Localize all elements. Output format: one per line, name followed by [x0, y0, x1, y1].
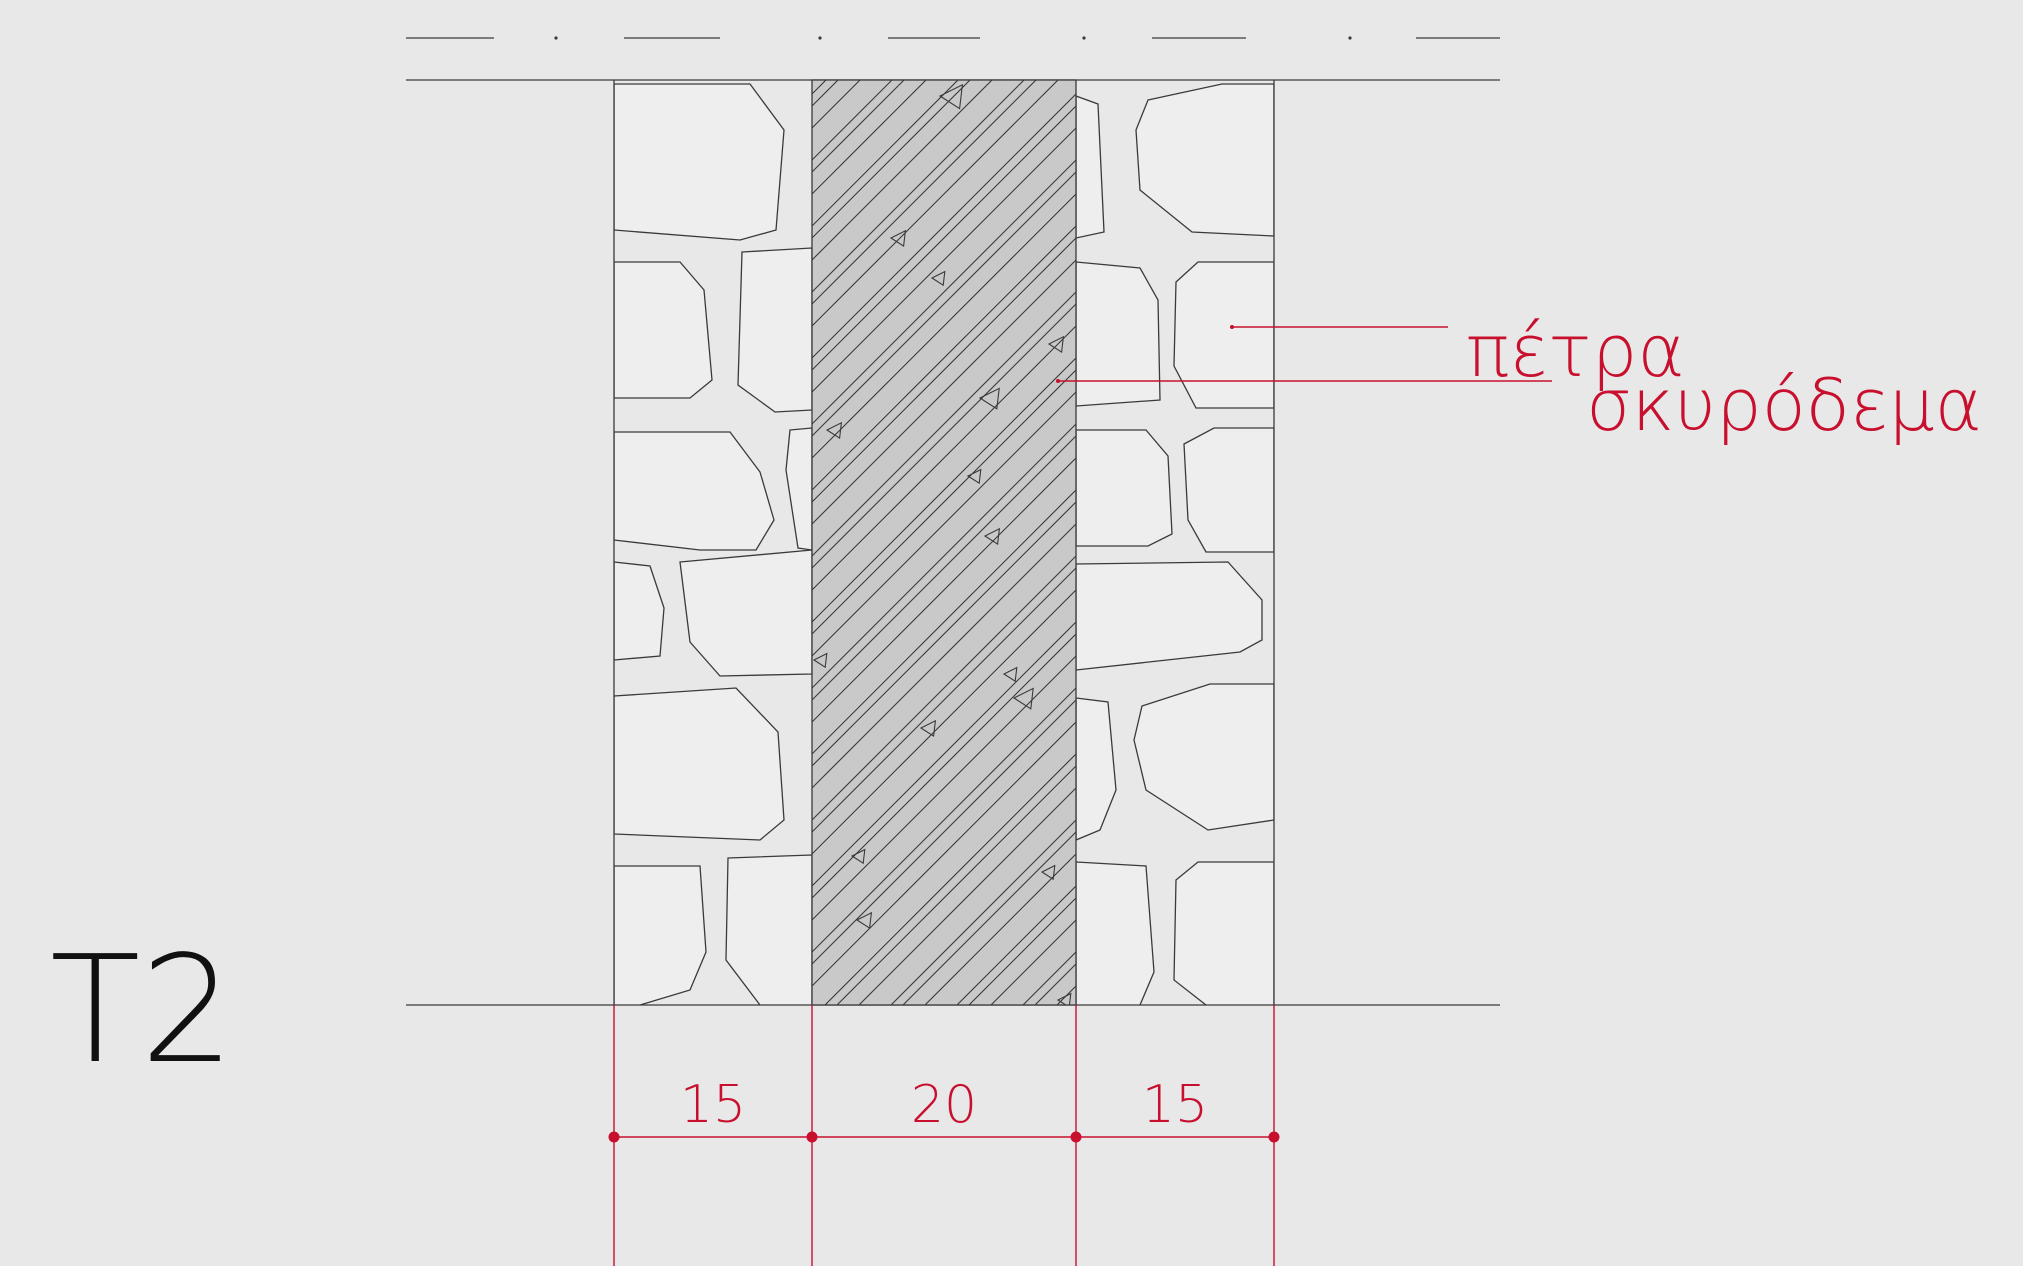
aggregate-triangle: [1002, 666, 1018, 683]
concrete-hatch-line: [812, 259, 1076, 525]
aggregate-triangle: [1056, 992, 1072, 1005]
aggregate-triangle: [930, 270, 946, 287]
section-title: T2: [50, 924, 235, 1096]
dimension-concrete-core: 20: [911, 1075, 977, 1135]
concrete-hatch-line: [812, 80, 1059, 327]
aggregate-triangle: [1012, 687, 1034, 710]
concrete-hatch-line: [812, 687, 1076, 953]
concrete-hatch-line: [956, 885, 1076, 1005]
concrete-hatch-line: [812, 1018, 1076, 1266]
concrete-hatch-line: [812, 0, 1076, 62]
concrete-hatch-line: [812, 171, 1076, 437]
left-stone-layer: [614, 83, 812, 1005]
concrete-hatch-line: [812, 325, 1076, 591]
concrete-hatch-line: [812, 225, 1076, 491]
aggregate-triangle: [889, 229, 907, 248]
concrete-hatch-line: [812, 193, 1076, 459]
concrete-hatch-line: [812, 489, 1076, 755]
dimension-right-stone: 15: [1142, 1075, 1208, 1135]
concrete-hatch-line: [812, 80, 905, 173]
aggregate-triangle: [983, 527, 1001, 546]
concrete-hatch-line: [924, 853, 1076, 1005]
concrete-hatch-line: [990, 919, 1076, 1005]
concrete-hatch-line: [824, 753, 1076, 1005]
concrete-hatch-line: [902, 831, 1076, 1005]
concrete-hatch-line: [812, 523, 1076, 789]
top-dashed-line: [406, 36, 1500, 40]
aggregate-triangle: [825, 421, 843, 440]
concrete-hatch-line: [812, 93, 1076, 359]
concrete-hatch-line: [812, 0, 1076, 40]
concrete-hatch-line: [812, 80, 927, 195]
concrete-hatch-line: [812, 555, 1076, 821]
concrete-hatch-line: [858, 787, 1076, 1005]
concrete-hatch-line: [812, 391, 1076, 657]
concrete-hatch-line: [812, 80, 1025, 293]
stone-leader: [1230, 325, 1448, 329]
concrete-hatch-line: [812, 357, 1076, 623]
aggregate-triangle: [966, 468, 982, 485]
concrete-core: [811, 0, 1077, 1266]
concrete-hatch-line: [812, 423, 1076, 689]
concrete-hatch-line: [968, 897, 1076, 1005]
concrete-hatch-line: [812, 589, 1076, 855]
concrete-hatch-line: [812, 721, 1076, 987]
aggregate-triangle: [938, 83, 964, 110]
concrete-hatch-line: [812, 435, 1076, 701]
concrete-hatch-line: [812, 105, 1076, 371]
aggregate-triangle: [812, 652, 828, 669]
aggregate-triangle: [855, 911, 873, 930]
concrete-hatch-line: [812, 80, 861, 129]
aggregate-triangle: [1047, 335, 1065, 354]
dimension-left-stone: 15: [680, 1075, 746, 1135]
concrete-hatch-line: [812, 80, 971, 239]
concrete-hatch-line: [812, 291, 1076, 557]
concrete-hatch-line: [812, 369, 1076, 635]
concrete-hatch-line: [812, 621, 1076, 887]
dimension-chain: 15 20 15: [608, 1005, 1280, 1266]
concrete-leader: [1056, 379, 1552, 383]
concrete-hatch-line: [812, 237, 1076, 503]
concrete-hatch-line: [812, 80, 993, 261]
aggregate-triangle: [1040, 864, 1056, 881]
aggregate-triangle: [919, 719, 937, 738]
concrete-hatch-line: [812, 457, 1076, 723]
concrete-hatch-line: [836, 765, 1076, 1005]
stone-label: πέτρα: [1466, 309, 1685, 393]
aggregate-triangle: [978, 387, 1000, 410]
concrete-hatch-line: [812, 501, 1076, 767]
concrete-hatch-line: [812, 127, 1076, 393]
concrete-hatch-line: [812, 159, 1076, 425]
concrete-hatch-line: [812, 567, 1076, 833]
concrete-hatch-line: [812, 303, 1076, 569]
right-stone-layer: [1076, 83, 1274, 1005]
concrete-hatch-line: [812, 80, 893, 161]
aggregate-triangle: [850, 848, 866, 865]
concrete-hatch-line: [812, 80, 1037, 305]
concrete-label: σκυρόδεμα: [1586, 363, 1982, 447]
concrete-hatch-line: [1022, 951, 1076, 1005]
concrete-hatch-line: [890, 819, 1076, 1005]
concrete-hatch-line: [812, 1030, 1076, 1266]
